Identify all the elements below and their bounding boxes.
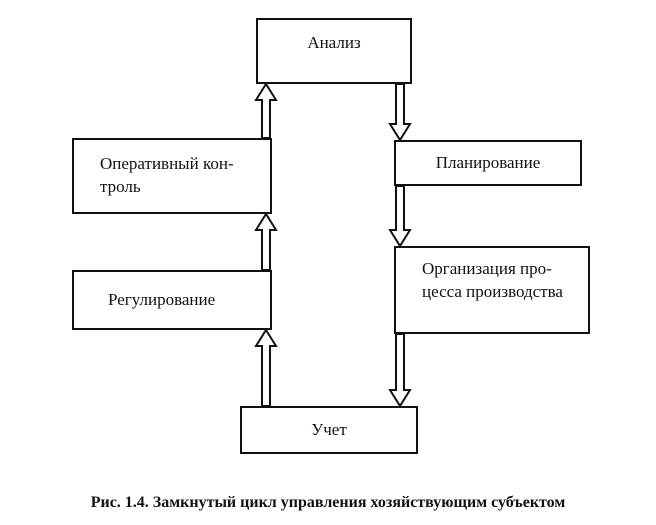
node-regulation-label: Регулирование — [108, 289, 216, 309]
node-planning: Планирование — [394, 140, 582, 186]
node-analysis-label: Анализ — [307, 33, 361, 52]
node-planning-label: Планирование — [435, 152, 541, 172]
node-operative-control-label: Оперативный кон- троль — [100, 154, 234, 196]
arrow-opcontrol-to-analysis — [254, 82, 278, 139]
node-operative-control: Оперативный кон- троль — [72, 138, 272, 214]
arrow-accounting-to-regulation — [254, 328, 278, 407]
arrow-planning-to-organization — [388, 185, 412, 248]
node-analysis: Анализ — [256, 18, 412, 84]
figure-caption: Рис. 1.4. Замкнутый цикл управления хозя… — [90, 494, 566, 511]
node-regulation: Регулирование — [72, 270, 272, 330]
node-accounting-label: Учет — [311, 419, 347, 439]
node-organization-label: Организация про- цесса производства — [422, 259, 563, 301]
arrow-regulation-to-opcontrol — [254, 212, 278, 271]
node-organization: Организация про- цесса производства — [394, 246, 590, 334]
arrow-analysis-to-planning — [388, 83, 412, 142]
node-accounting: Учет — [240, 406, 418, 454]
arrow-organization-to-accounting — [388, 333, 412, 408]
